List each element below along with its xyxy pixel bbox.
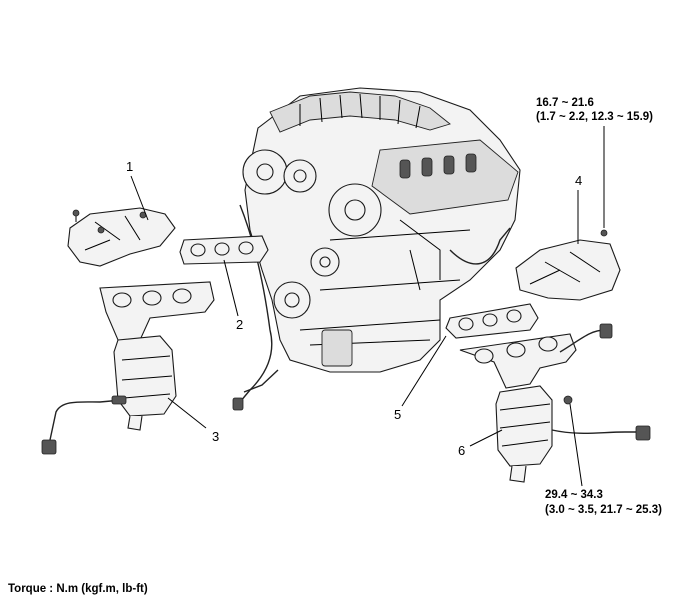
torque-spec-top-line1: 16.7 ~ 21.6 xyxy=(536,97,594,109)
callout-4: 4 xyxy=(575,173,583,188)
heat-protector-right xyxy=(515,229,621,301)
manifold-gasket-right xyxy=(445,303,539,339)
engine-assembly xyxy=(232,87,521,411)
exhaust-manifold-right xyxy=(459,323,651,483)
torque-spec-bottom-line1: 29.4 ~ 34.3 xyxy=(545,489,603,501)
exhaust-manifold-left xyxy=(41,281,215,455)
callout-2: 2 xyxy=(236,317,244,332)
callout-6: 6 xyxy=(458,443,466,458)
manifold-gasket-left xyxy=(179,235,269,265)
callout-1: 1 xyxy=(126,159,134,174)
heat-protector-left xyxy=(67,207,176,267)
torque-spec-bottom-line2: (3.0 ~ 3.5, 21.7 ~ 25.3) xyxy=(545,504,662,516)
torque-spec-top-line2: (1.7 ~ 2.2, 12.3 ~ 15.9) xyxy=(536,111,653,123)
callout-3: 3 xyxy=(212,429,220,444)
leader-lines xyxy=(130,126,605,487)
torque-units-note: Torque : N.m (kgf.m, lb-ft) xyxy=(8,583,148,595)
callout-5: 5 xyxy=(394,407,402,422)
